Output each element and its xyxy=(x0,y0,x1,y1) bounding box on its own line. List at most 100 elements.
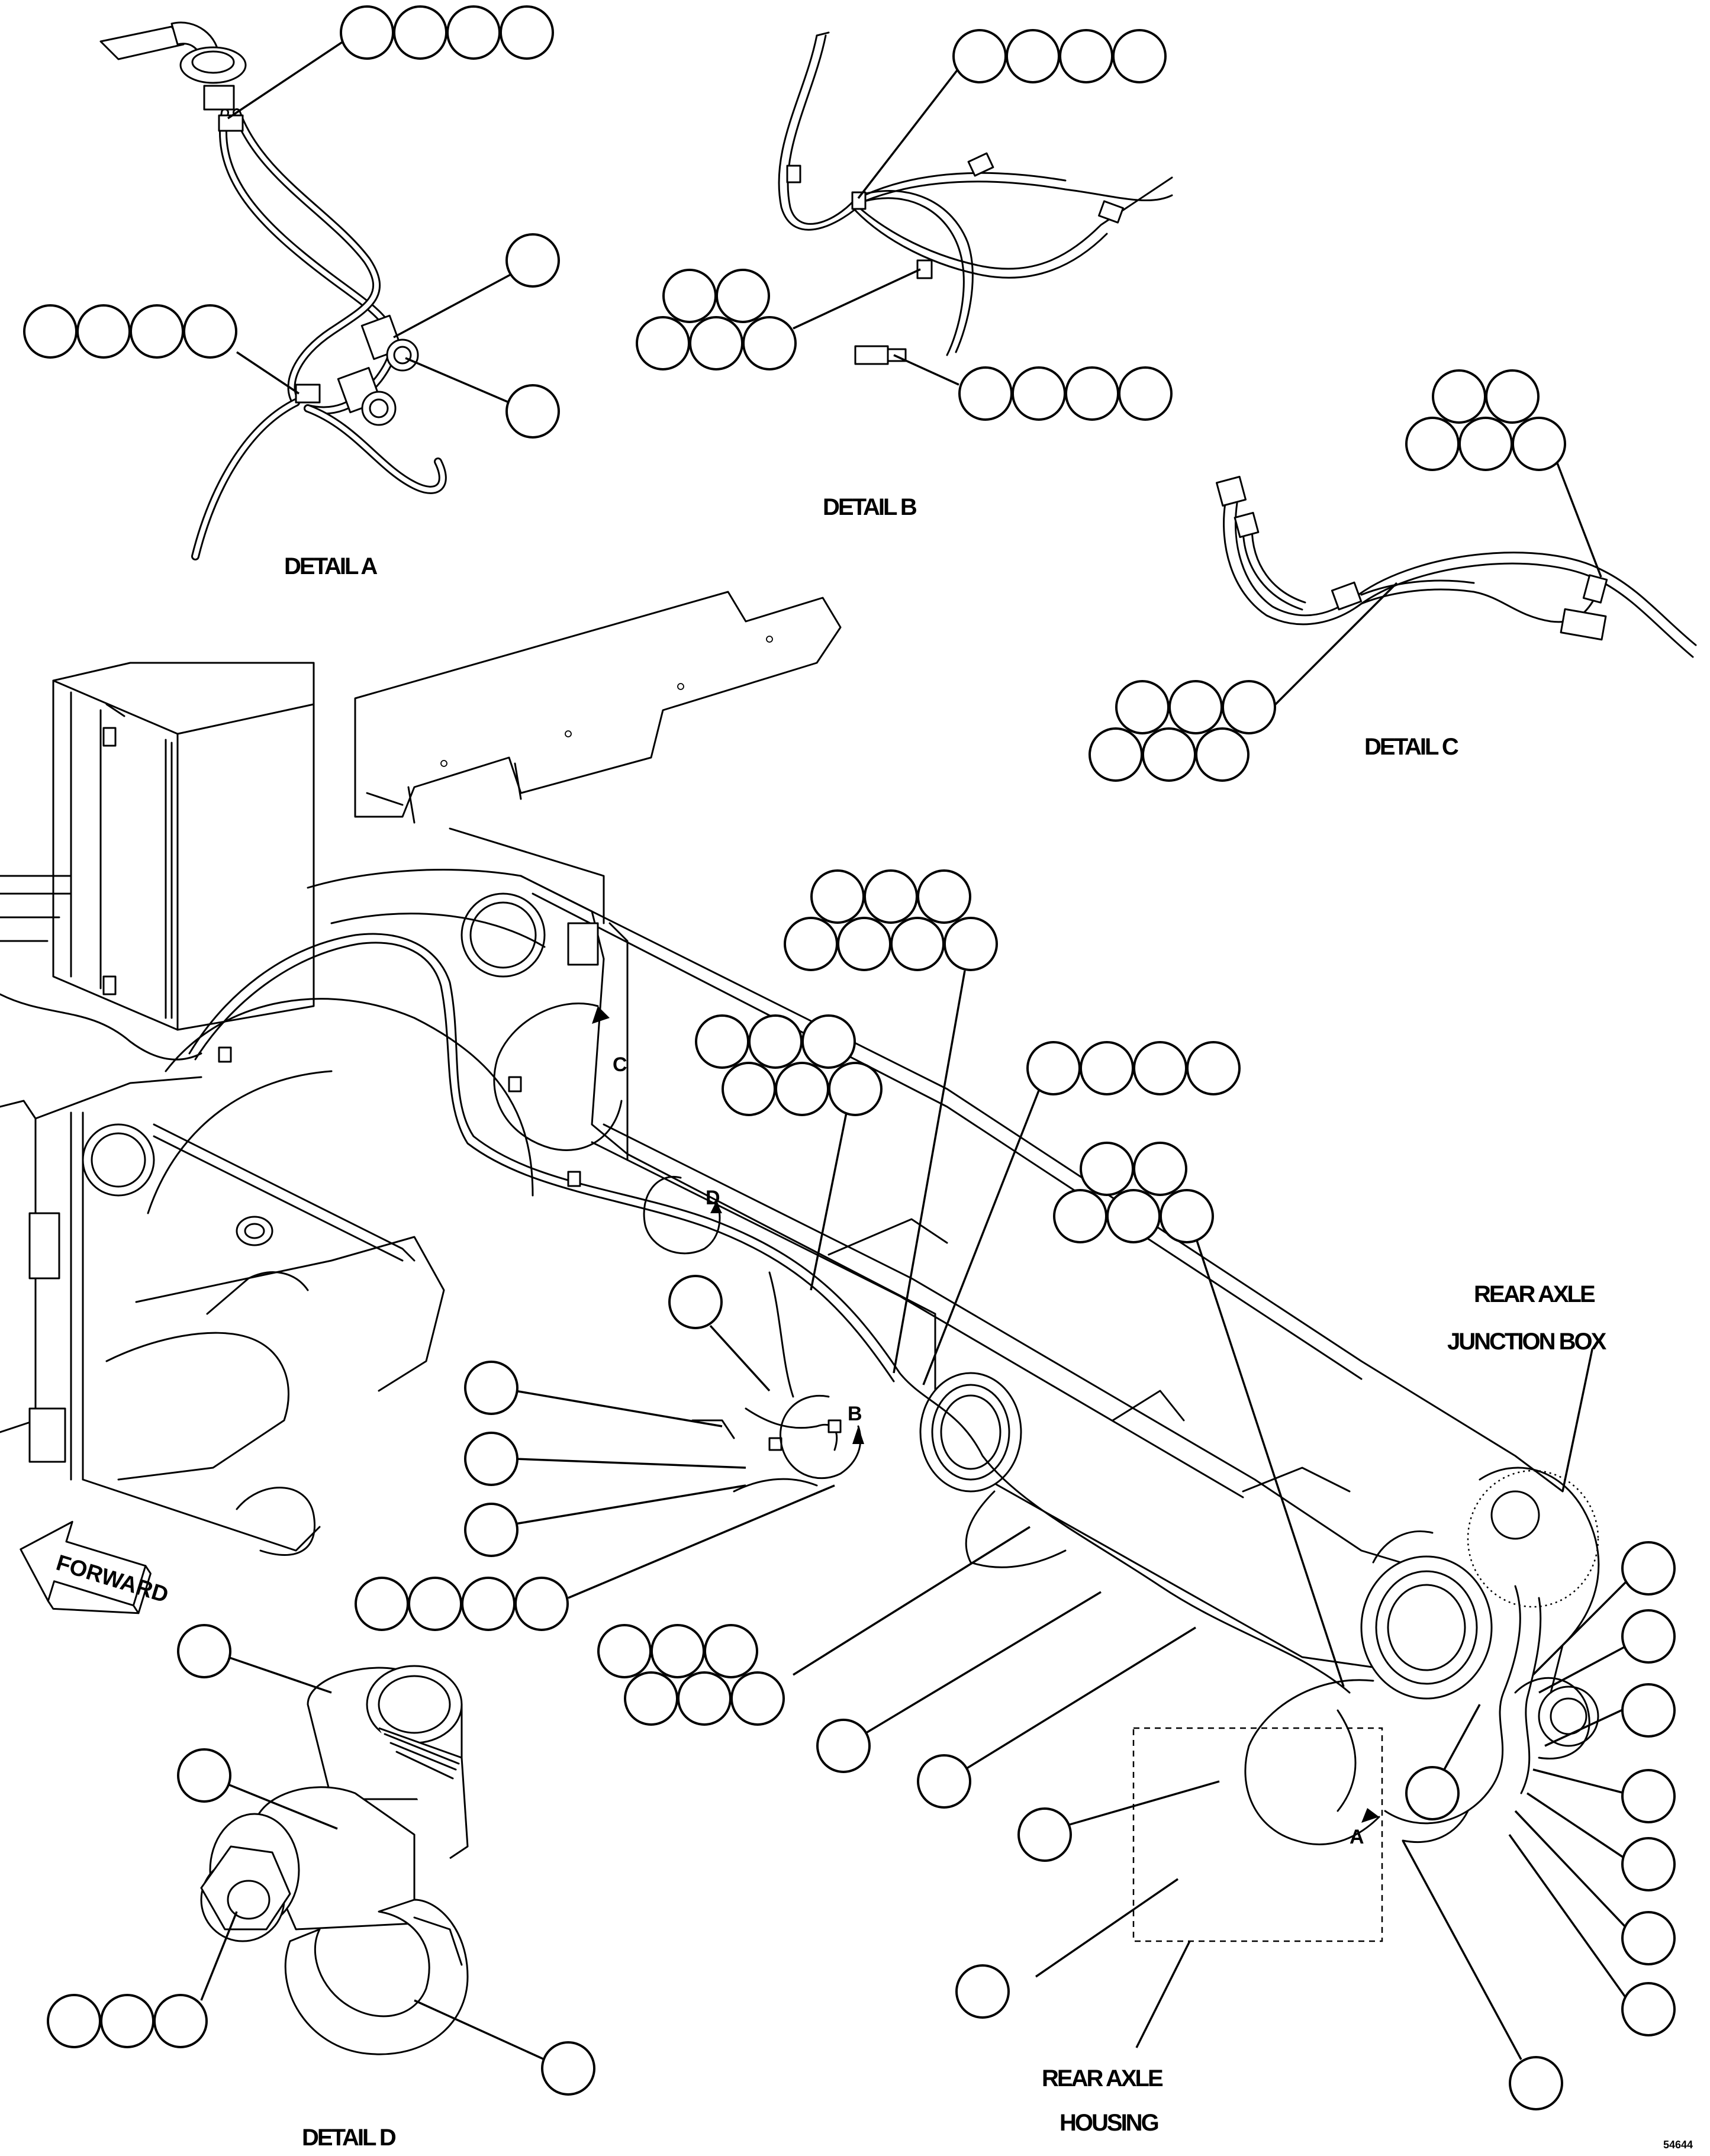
callout-balloon xyxy=(1186,1041,1241,1095)
callout-balloon xyxy=(1405,417,1460,471)
callout-balloon xyxy=(1621,1769,1676,1823)
view-marker-a: A xyxy=(1350,1826,1364,1848)
callout-balloon xyxy=(1621,1837,1676,1891)
callout-balloon xyxy=(636,316,690,370)
callout-balloon xyxy=(810,869,865,924)
callout-balloon xyxy=(828,1062,883,1116)
callout-balloon xyxy=(890,917,945,971)
detail-c-balloons xyxy=(1089,369,1602,782)
callout-balloon xyxy=(801,1014,856,1069)
callout-balloon xyxy=(355,1577,409,1631)
callout-balloon xyxy=(1485,369,1540,424)
callout-balloon xyxy=(943,917,998,971)
callout-balloon xyxy=(514,1577,569,1631)
callout-balloon xyxy=(1112,29,1167,83)
detail-d-balloons xyxy=(47,1624,595,2096)
callout-balloon xyxy=(408,1577,462,1631)
callout-balloon xyxy=(183,304,237,359)
callout-balloon xyxy=(748,1014,803,1069)
callout-balloon xyxy=(1059,29,1113,83)
callout-balloon xyxy=(1621,1683,1676,1738)
callout-balloon xyxy=(917,869,971,924)
callout-balloon xyxy=(1621,1609,1676,1664)
callout-balloon xyxy=(505,384,560,439)
callout-balloon xyxy=(340,5,394,60)
callout-balloon xyxy=(541,2041,595,2096)
callout-balloon xyxy=(464,1432,519,1486)
callout-balloon xyxy=(1512,417,1566,471)
callout-balloon xyxy=(1080,1041,1134,1095)
axle-housing-leader xyxy=(1135,1941,1191,2048)
detail-c-label: DETAIL C xyxy=(1364,734,1458,760)
callout-balloon xyxy=(153,1994,208,2048)
rear-axle-junction-box-label-line2: JUNCTION BOX xyxy=(1447,1329,1607,1355)
document-id: 54644 xyxy=(1663,2139,1693,2151)
detail-b-label: DETAIL B xyxy=(823,494,917,520)
callout-balloon xyxy=(668,1275,723,1329)
callout-balloon xyxy=(464,1361,519,1415)
callout-balloon xyxy=(1133,1041,1187,1095)
callout-balloon xyxy=(1458,417,1513,471)
callout-balloon xyxy=(130,304,184,359)
detail-b-illustration xyxy=(778,31,1173,365)
callout-balloon xyxy=(704,1624,758,1678)
rear-axle-junction-box-label-line1: REAR AXLE xyxy=(1474,1281,1595,1307)
callout-balloon xyxy=(1115,680,1170,734)
main-chassis-balloons xyxy=(355,869,1676,2110)
callout-balloon xyxy=(177,1624,231,1678)
forward-arrow: FORWARD xyxy=(20,1520,171,1614)
callout-balloon xyxy=(864,869,918,924)
view-marker-d: D xyxy=(706,1187,720,1209)
callout-balloon xyxy=(597,1624,652,1678)
callout-balloon xyxy=(500,5,554,60)
detail-b-balloons xyxy=(636,29,1173,421)
callout-balloon xyxy=(100,1994,154,2048)
callout-balloon xyxy=(662,269,717,323)
main-chassis-illustration xyxy=(0,591,1600,1844)
callout-balloon xyxy=(689,316,743,370)
callout-balloon xyxy=(917,1754,971,1809)
callout-balloon xyxy=(952,29,1007,83)
callout-balloon xyxy=(1509,2056,1563,2110)
view-callouts: C D B A xyxy=(493,1003,1599,1942)
callout-balloon xyxy=(695,1014,749,1069)
callout-balloon xyxy=(1160,1189,1214,1243)
callout-balloon xyxy=(47,1994,101,2048)
detail-a-label: DETAIL A xyxy=(284,553,377,579)
callout-balloon xyxy=(1133,1142,1187,1196)
callout-balloon xyxy=(677,1671,732,1726)
callout-balloon xyxy=(1621,1911,1676,1965)
callout-balloon xyxy=(446,5,501,60)
callout-balloon xyxy=(464,1503,519,1557)
callout-balloon xyxy=(716,269,770,323)
callout-balloon xyxy=(1106,1189,1161,1243)
callout-balloon xyxy=(1026,1041,1081,1095)
junction-box-leader xyxy=(1561,1349,1593,1492)
callout-balloon xyxy=(1222,680,1276,734)
callout-balloon xyxy=(1405,1766,1460,1820)
detail-a-illustration xyxy=(99,21,447,560)
callout-balloon xyxy=(1053,1189,1107,1243)
detail-a-balloons xyxy=(23,5,560,439)
callout-balloon xyxy=(23,304,78,359)
callout-balloon xyxy=(624,1671,678,1726)
callout-balloon xyxy=(1017,1807,1072,1862)
callout-balloon xyxy=(650,1624,705,1678)
view-marker-b: B xyxy=(848,1403,862,1425)
callout-balloon xyxy=(1621,1982,1676,2036)
callout-balloon xyxy=(730,1671,785,1726)
view-marker-c: C xyxy=(613,1053,627,1076)
callout-balloon xyxy=(461,1577,516,1631)
callout-balloon xyxy=(837,917,891,971)
callout-balloon xyxy=(1432,369,1486,424)
detail-d-illustration xyxy=(200,1665,469,2055)
callout-balloon xyxy=(775,1062,829,1116)
callout-balloon xyxy=(816,1719,871,1773)
callout-balloon xyxy=(722,1062,776,1116)
rear-axle-housing-label-line1: REAR AXLE xyxy=(1042,2065,1163,2091)
callout-balloon xyxy=(1089,727,1143,782)
callout-balloon xyxy=(958,366,1013,421)
callout-balloon xyxy=(742,316,797,370)
callout-balloon xyxy=(1168,680,1223,734)
